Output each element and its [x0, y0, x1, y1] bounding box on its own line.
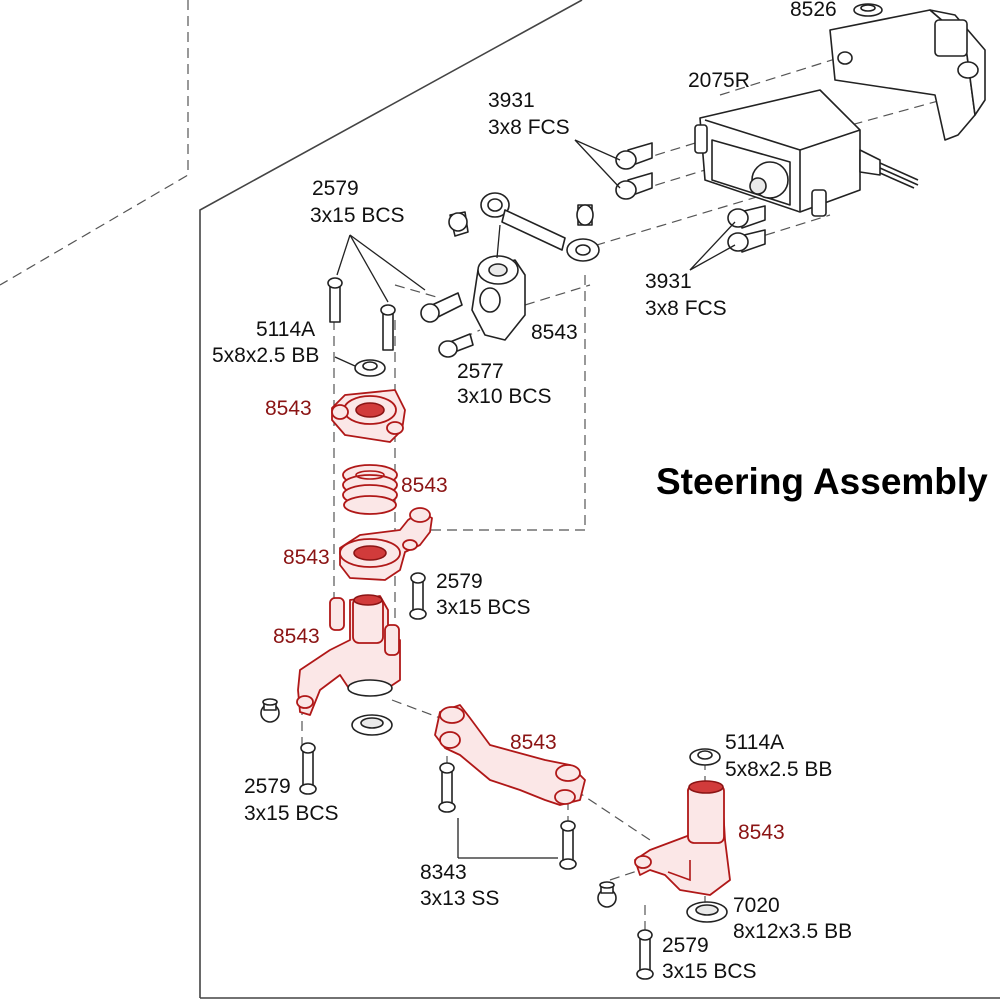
label-8543-cap: 8543 — [265, 397, 312, 420]
screw-2579-mid — [409, 572, 427, 620]
label-3931-top-size: 3x8 FCS — [488, 116, 570, 139]
screw-2579-top-group — [327, 277, 474, 358]
bearing-7020 — [686, 901, 728, 923]
screw-3931-top-pair — [615, 142, 653, 200]
bellcrank-right-part — [634, 780, 731, 896]
screw-3931-right-pair — [727, 205, 766, 253]
label-2579-mid-number: 2579 — [436, 570, 483, 593]
drag-link-part — [434, 704, 586, 806]
label-2579-top-size: 3x15 BCS — [310, 204, 405, 227]
label-7020-number: 7020 — [733, 894, 780, 917]
label-8543-servo-horn: 8543 — [531, 321, 578, 344]
steering-saver-cap-part — [331, 389, 406, 443]
servo-horn-part — [471, 255, 526, 341]
label-3931-right-number: 3931 — [645, 270, 692, 293]
steering-spring-part — [342, 464, 398, 515]
bearing-5114a-right — [689, 748, 721, 766]
servo-link-part — [448, 192, 600, 262]
label-8543-bellcrank-right: 8543 — [738, 821, 785, 844]
part-labels: 8526 2075R 3931 3x8 FCS 3931 3x8 FCS 257… — [212, 0, 852, 983]
label-2579-left-size: 3x15 BCS — [244, 802, 339, 825]
label-3931-right-size: 3x8 FCS — [645, 297, 727, 320]
label-8343-number: 8343 — [420, 861, 467, 884]
label-3931-top-number: 3931 — [488, 89, 535, 112]
label-2577-size: 3x10 BCS — [457, 385, 552, 408]
label-5114a-top-number: 5114A — [256, 318, 315, 341]
label-2579-top-number: 2579 — [312, 177, 359, 200]
label-5114a-right-size: 5x8x2.5 BB — [725, 758, 832, 781]
label-2075r: 2075R — [688, 69, 750, 92]
bearing-5114a-top — [354, 359, 386, 377]
servo-mount-part — [829, 3, 986, 141]
leader-lines — [334, 139, 736, 859]
servo-part — [694, 89, 919, 217]
label-8543-spring: 8543 — [401, 474, 448, 497]
label-8543-saver: 8543 — [283, 546, 330, 569]
label-8343-size: 3x13 SS — [420, 887, 499, 910]
label-8543-bellcrank-left: 8543 — [273, 625, 320, 648]
steering-saver-part — [339, 507, 433, 581]
label-2579-left-number: 2579 — [244, 775, 291, 798]
label-8526: 8526 — [790, 0, 837, 21]
label-8543-drag-link: 8543 — [510, 731, 557, 754]
screw-2579-bottom — [636, 929, 654, 980]
label-5114a-right-number: 5114A — [725, 731, 784, 754]
ball-stud-right — [597, 881, 617, 908]
label-5114a-top-size: 5x8x2.5 BB — [212, 344, 319, 367]
shoulder-screw-8343-pair — [438, 762, 577, 870]
ball-stud-left — [260, 698, 280, 723]
bearing-left — [351, 714, 393, 736]
diagram-title: Steering Assembly — [656, 461, 988, 502]
bellcrank-left-part — [296, 594, 401, 716]
screw-2579-left — [299, 742, 317, 795]
label-2577-number: 2577 — [457, 360, 504, 383]
label-2579-mid-size: 3x15 BCS — [436, 596, 531, 619]
label-2579-bottom-size: 3x15 BCS — [662, 960, 757, 983]
label-2579-bottom-number: 2579 — [662, 934, 709, 957]
label-7020-size: 8x12x3.5 BB — [733, 920, 852, 943]
